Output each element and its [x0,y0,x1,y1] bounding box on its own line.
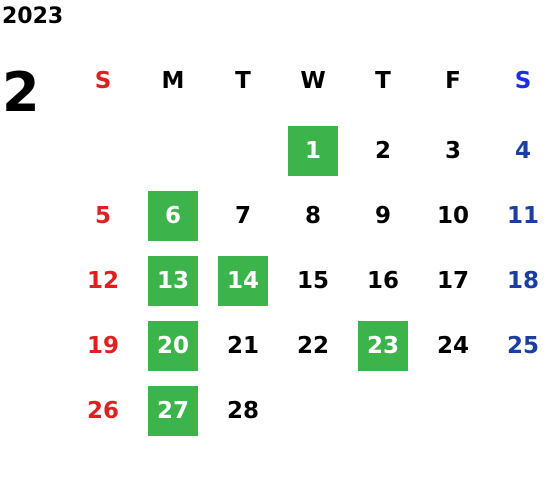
day-cell-14[interactable]: 14 [218,256,268,306]
year-label: 2023 [2,4,64,29]
day-cell-9[interactable]: 9 [374,203,391,229]
day-cell-15[interactable]: 15 [296,268,329,294]
weekday-header-sun: S [94,68,112,94]
day-cell-17[interactable]: 17 [436,268,469,294]
day-cell-6[interactable]: 6 [148,191,198,241]
day-cell-1[interactable]: 1 [288,126,338,176]
day-cell-8[interactable]: 8 [304,203,321,229]
day-cell-11[interactable]: 11 [506,203,539,229]
day-cell-13[interactable]: 13 [148,256,198,306]
day-cell-20[interactable]: 20 [148,321,198,371]
day-cell-19[interactable]: 19 [86,333,119,359]
weekday-header-wed: W [300,68,326,94]
day-cell-12[interactable]: 12 [86,268,119,294]
day-cell-5[interactable]: 5 [94,203,111,229]
day-cell-22[interactable]: 22 [296,333,329,359]
day-cell-21[interactable]: 21 [226,333,259,359]
day-cell-27[interactable]: 27 [148,386,198,436]
day-cell-10[interactable]: 10 [436,203,469,229]
day-cell-24[interactable]: 24 [436,333,469,359]
day-cell-3[interactable]: 3 [444,138,461,164]
day-cell-4[interactable]: 4 [514,138,531,164]
weekday-header-sat: S [514,68,532,94]
weekday-header-fri: F [445,68,461,94]
weekday-header-tue: T [235,68,251,94]
day-cell-25[interactable]: 25 [506,333,539,359]
day-cell-7[interactable]: 7 [234,203,251,229]
month-number: 2 [2,61,40,124]
weekday-header-mon: M [161,68,185,94]
day-cell-16[interactable]: 16 [366,268,399,294]
day-cell-18[interactable]: 18 [506,268,539,294]
day-cell-2[interactable]: 2 [374,138,391,164]
day-cell-23[interactable]: 23 [358,321,408,371]
day-cell-28[interactable]: 28 [226,398,259,424]
weekday-header-thu: T [375,68,391,94]
day-cell-26[interactable]: 26 [86,398,119,424]
